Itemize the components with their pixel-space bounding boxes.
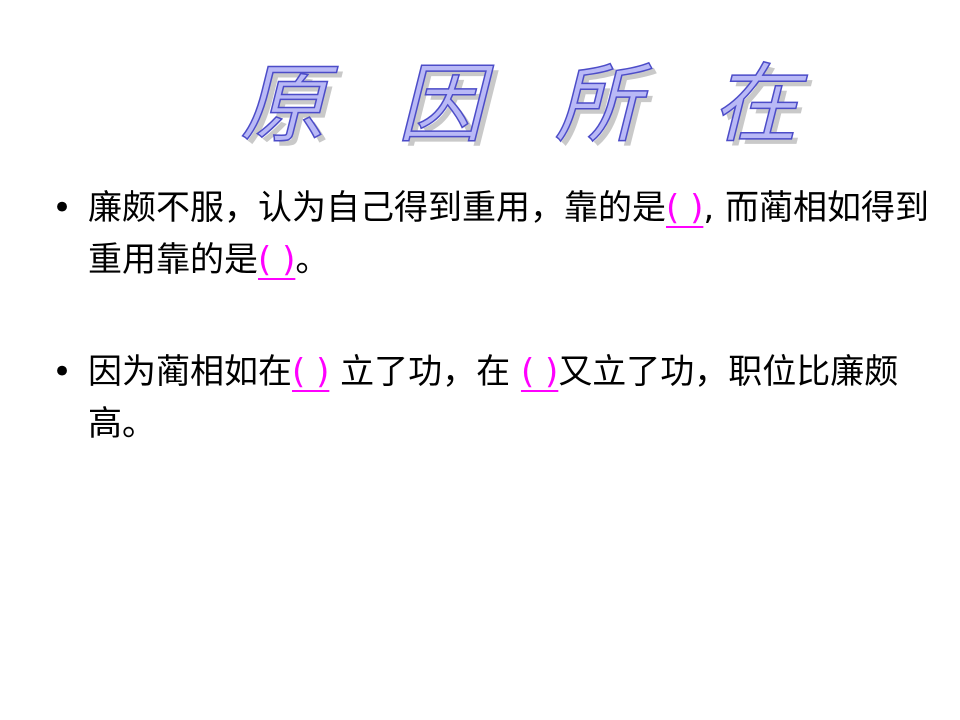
bullet-text: 廉颇不服，认为自己得到重用，靠的是 (88, 188, 666, 228)
slide-title: 原 因 所 在 (239, 55, 821, 155)
fill-in-blank: ( ) (292, 352, 330, 392)
bullet-item-1: • 廉颇不服，认为自己得到重用，靠的是( ), 而蔺相如得到重用靠的是( )。 (52, 182, 960, 286)
bullet-text: , 而蔺相如得到重用靠的是 (88, 188, 929, 280)
fill-in-blank: ( ) (520, 352, 559, 392)
bullet-text: 因为蔺相如在 (88, 352, 292, 392)
bullet-text: 又立了功，职位比廉颇高。 (88, 352, 899, 444)
bullet-text: 。 (295, 240, 330, 280)
fill-in-blank: ( ) (258, 240, 296, 280)
bullet-list: • 廉颇不服，认为自己得到重用，靠的是( ), 而蔺相如得到重用靠的是( )。 … (52, 182, 960, 450)
bullet-item-2: • 因为蔺相如在( ) 立了功，在 ( )又立了功，职位比廉颇高。 (52, 346, 960, 450)
bullet-text: 立了功，在 (329, 352, 521, 392)
bullet-dot-icon: • (52, 188, 73, 228)
fill-in-blank: ( ) (666, 188, 704, 228)
bullet-dot-icon: • (52, 352, 73, 392)
